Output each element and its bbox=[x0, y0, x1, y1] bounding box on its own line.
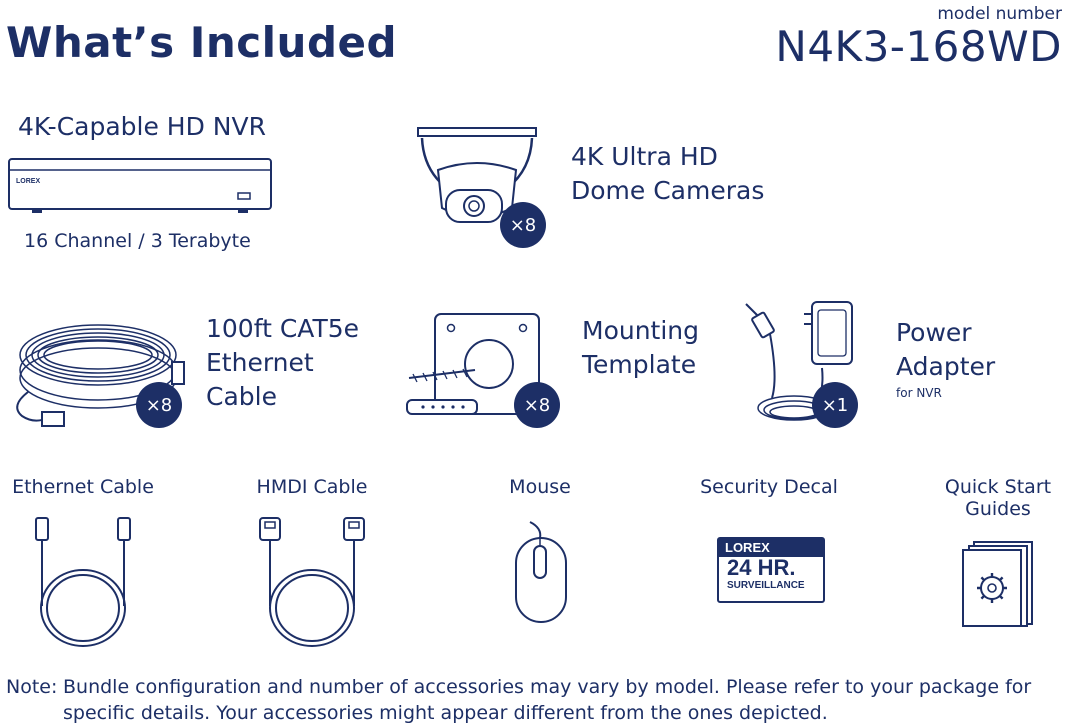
ethernet-cable-label: Ethernet Cable bbox=[12, 476, 154, 498]
nvr-subtitle: 16 Channel / 3 Terabyte bbox=[24, 230, 251, 252]
decal-surveillance: SURVEILLANCE bbox=[727, 580, 805, 591]
power-title-line2: Adapter bbox=[896, 352, 996, 381]
power-quantity-badge: ×1 bbox=[812, 382, 858, 428]
decal-brand: LOREX bbox=[719, 539, 823, 557]
camera-title-line2: Dome Cameras bbox=[571, 176, 765, 205]
quick-start-guides-label: Quick Start Guides bbox=[930, 476, 1066, 520]
note-label: Note: bbox=[6, 676, 58, 698]
mouse-label: Mouse bbox=[509, 476, 571, 498]
model-number: N4K3-168WD bbox=[775, 22, 1062, 71]
cat5e-title-line1: 100ft CAT5e bbox=[206, 314, 360, 343]
note-line2: specific details. Your accessories might… bbox=[63, 702, 828, 724]
nvr-brand: LOREX bbox=[16, 178, 40, 185]
power-subtitle: for NVR bbox=[896, 386, 942, 400]
decal-24hr: 24 HR. bbox=[727, 555, 796, 580]
quick-start-guide-icon bbox=[962, 541, 1033, 627]
hdmi-cable-icon bbox=[259, 517, 365, 647]
cat5e-title-line2: Ethernet bbox=[206, 348, 314, 377]
camera-title-line1: 4K Ultra HD bbox=[571, 142, 718, 171]
hdmi-cable-label: HMDI Cable bbox=[256, 476, 368, 498]
power-adapter-icon bbox=[745, 301, 853, 421]
security-decal-icon: LOREX 24 HR. SURVEILLANCE bbox=[717, 537, 825, 603]
dome-camera-icon bbox=[417, 127, 537, 223]
template-quantity-badge: ×8 bbox=[514, 382, 560, 428]
nvr-title: 4K-Capable HD NVR bbox=[18, 112, 266, 141]
template-title-line2: Template bbox=[582, 350, 697, 379]
ethernet-cable-icon bbox=[35, 517, 131, 647]
model-number-label: model number bbox=[937, 4, 1062, 24]
page-title: What’s Included bbox=[6, 18, 398, 67]
template-title-line1: Mounting bbox=[582, 316, 700, 345]
camera-quantity-badge: ×8 bbox=[500, 202, 546, 248]
cat5e-title-line3: Cable bbox=[206, 382, 277, 411]
power-title-line1: Power bbox=[896, 318, 972, 347]
note-line1: Bundle configuration and number of acces… bbox=[63, 676, 1032, 698]
security-decal-label: Security Decal bbox=[700, 476, 838, 498]
mouse-icon bbox=[515, 521, 567, 623]
nvr-icon: LOREX bbox=[8, 158, 272, 213]
ethernet-coil-icon bbox=[16, 324, 185, 427]
cat5e-quantity-badge: ×8 bbox=[136, 382, 182, 428]
quick-start-guides-line1: Quick Start bbox=[944, 476, 1052, 498]
mounting-template-icon bbox=[406, 313, 540, 415]
quick-start-guides-line2: Guides bbox=[965, 498, 1031, 520]
